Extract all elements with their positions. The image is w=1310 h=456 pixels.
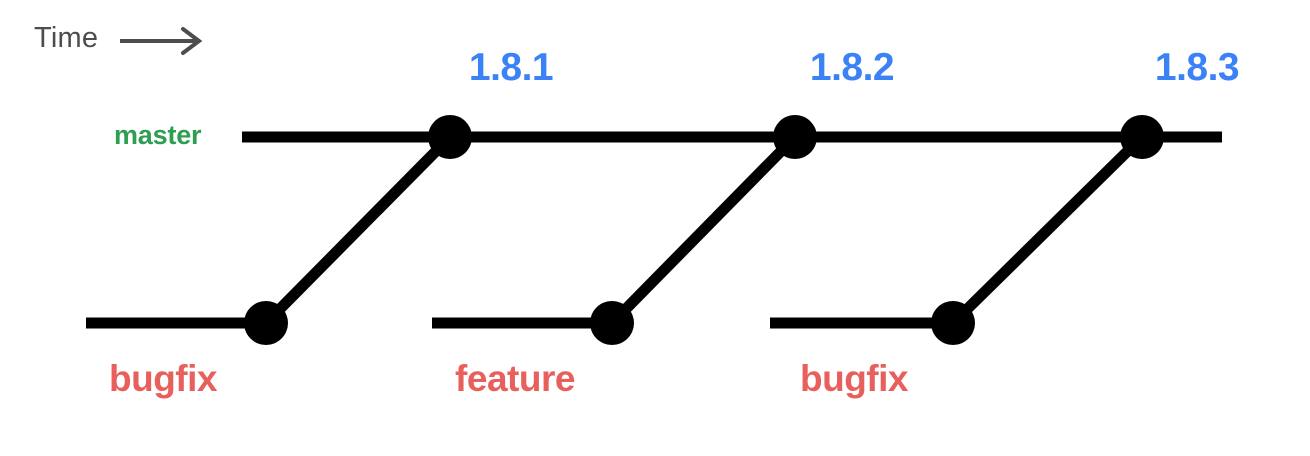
branch-label-feature: feature: [455, 358, 575, 399]
master-branch-label: master: [114, 120, 202, 150]
release-tag-1-8-3: 1.8.3: [1154, 46, 1240, 89]
time-axis-label: Time: [34, 22, 99, 54]
merge-line-feature: [608, 133, 799, 327]
commit-node-1-8-3[interactable]: [1120, 115, 1164, 159]
release-tag-1-8-1: 1.8.1: [468, 46, 554, 89]
commit-node-1-8-2[interactable]: [773, 115, 817, 159]
commit-node-bugfix-1[interactable]: [244, 301, 288, 345]
release-tag-1-8-2: 1.8.2: [809, 46, 895, 89]
commit-node-bugfix-2[interactable]: [931, 301, 975, 345]
commit-node-feature[interactable]: [590, 301, 634, 345]
merge-line-bugfix-1: [262, 133, 454, 327]
merge-line-bugfix-2: [949, 133, 1146, 327]
branch-label-bugfix-1: bugfix: [109, 358, 217, 399]
branch-label-bugfix-2: bugfix: [800, 358, 908, 399]
time-arrow-icon: [120, 27, 203, 55]
commit-node-1-8-1[interactable]: [428, 115, 472, 159]
